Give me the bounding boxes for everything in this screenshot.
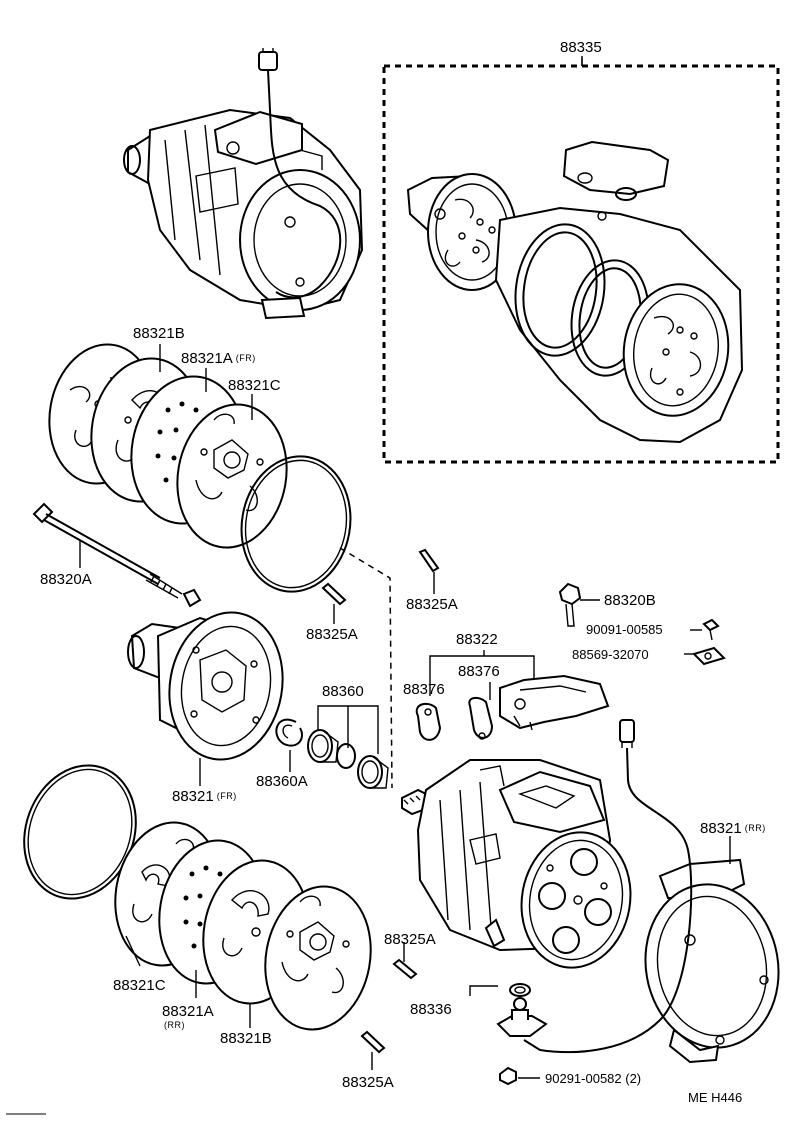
label-rr-note-2: (RR) (164, 1020, 185, 1030)
label-88325a-4: 88325A (342, 1074, 394, 1091)
assembly-kit-88335 (382, 56, 780, 464)
label-88321a-top: 88321A(FR) (181, 350, 256, 367)
label-88321-fr: 88321(FR) (172, 788, 237, 805)
label-88321a-bottom: 88321A (162, 1003, 214, 1020)
label-88321b-bottom: 88321B (220, 1030, 272, 1047)
through-bolt (32, 502, 202, 608)
label-88569-32070: 88569-32070 (572, 647, 649, 662)
snap-ring (275, 718, 303, 772)
valve-plates-bottom (23, 764, 372, 1031)
label-88321c-bottom: 88321C (113, 977, 166, 994)
label-88322: 88322 (456, 631, 498, 648)
label-88321-rr-text: 88321 (700, 820, 742, 837)
label-fr-note-1: (FR) (235, 353, 256, 363)
label-90291-00582: 90291-00582 (2) (545, 1071, 642, 1086)
small-hardware (558, 582, 726, 666)
label-88321b-top: 88321B (133, 325, 185, 342)
label-88320b: 88320B (604, 592, 656, 609)
rear-housing (523, 719, 780, 1064)
label-fr-note-2: (FR) (216, 791, 237, 801)
label-88321c-top: 88321C (228, 377, 281, 394)
label-88325a-1: 88325A (306, 626, 358, 643)
label-88321-fr-text: 88321 (172, 788, 214, 805)
label-88376-right: 88376 (458, 663, 500, 680)
valve-plates-top (48, 343, 352, 593)
seal-set (307, 705, 389, 789)
drawing-code: ME H446 (688, 1090, 743, 1105)
compressor-body-rear (401, 759, 632, 969)
label-88325a-3: 88325A (384, 931, 436, 948)
compressor-assembly-top (123, 48, 364, 320)
label-88336: 88336 (410, 1001, 452, 1018)
label-88335: 88335 (560, 39, 602, 56)
label-88360: 88360 (322, 683, 364, 700)
label-88360a: 88360A (256, 773, 308, 790)
pins (321, 548, 440, 1070)
label-rr-note-1: (RR) (744, 823, 766, 833)
label-90091-00585: 90091-00585 (586, 622, 663, 637)
label-88376-left: 88376 (403, 681, 445, 698)
label-88321-rr: 88321(RR) (700, 820, 766, 837)
valve-set (415, 650, 610, 741)
label-88320a: 88320A (40, 571, 92, 588)
switch-set (469, 983, 548, 1086)
label-88321a-top-text: 88321A (181, 350, 233, 367)
label-88325a-2: 88325A (406, 596, 458, 613)
leader-lines (159, 58, 583, 420)
dashed-guide (339, 547, 393, 789)
front-housing (127, 611, 284, 786)
